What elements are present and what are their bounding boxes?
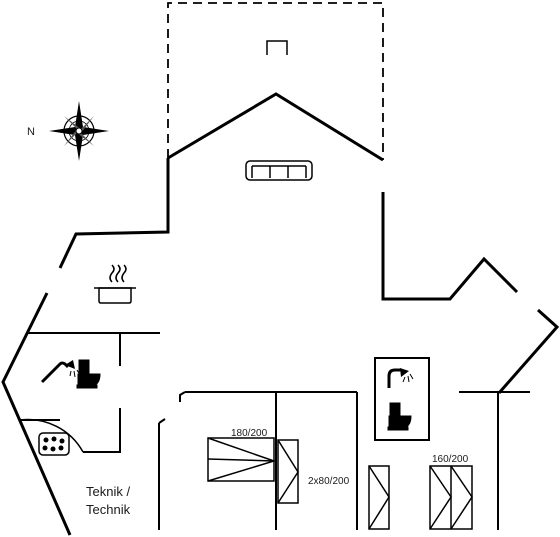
toilet-icon-right [387,402,412,431]
exterior-walls [1,92,560,536]
single-bed-icon [368,465,390,530]
roof-window-icon [266,40,288,55]
loft-outline [167,2,384,160]
bed-size-label-180: 180/200 [231,428,268,439]
shower-icon [40,360,81,384]
toilet-icon [76,359,101,389]
utility-room-label-line1: Teknik / [86,484,130,499]
sofa-icon [245,160,313,181]
compass-rose-icon [49,101,109,161]
bed-size-label-2x80: 2x80/200 [308,476,350,487]
jacuzzi-icon [38,432,70,456]
compass-north-label: N [27,126,35,138]
utility-room-label-line2: Technik [86,502,131,517]
bed-size-label-160: 160/200 [432,454,469,465]
shower-icon-right [387,368,414,388]
twin-bed-icon [277,439,299,504]
double-bed-icon [207,437,277,482]
double-bed-icon-160 [429,465,473,530]
interior-walls [19,332,530,530]
cooking-pot-icon [94,264,136,304]
